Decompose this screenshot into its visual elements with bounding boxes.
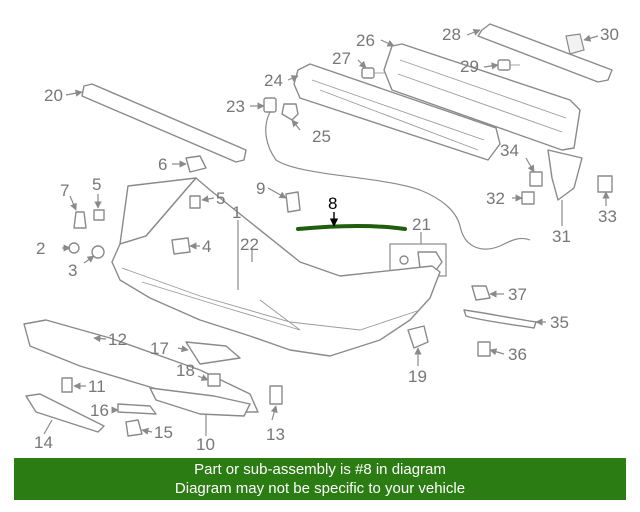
callout-27: 27 — [332, 49, 351, 68]
wiring-harness[interactable] — [265, 111, 531, 250]
callout-19: 19 — [408, 367, 427, 386]
callout-28: 28 — [442, 25, 461, 44]
part-26-impact-bar[interactable] — [383, 43, 581, 151]
callout-30: 30 — [600, 25, 619, 44]
callout-32: 32 — [486, 189, 505, 208]
part-14-skid-trim[interactable] — [25, 393, 105, 433]
callout-7: 7 — [60, 181, 69, 200]
callout-5a: 5 — [92, 175, 101, 194]
callout-34: 34 — [500, 141, 519, 160]
callout-3: 3 — [68, 261, 77, 280]
part-5-screw-upper[interactable] — [189, 195, 201, 209]
part-32-bolt[interactable] — [521, 191, 535, 205]
callout-31: 31 — [552, 227, 571, 246]
callout-13: 13 — [266, 425, 285, 444]
callout-17: 17 — [150, 339, 169, 358]
part-15-clip[interactable] — [125, 419, 143, 437]
part-16-reflector[interactable] — [117, 403, 157, 415]
part-34-clip[interactable] — [529, 171, 543, 187]
exploded-view: 20 28 30 26 24 27 29 23 25 6 9 8 21 22 1… — [23, 23, 619, 454]
callout-4: 4 — [202, 237, 211, 256]
part-9-clip[interactable] — [285, 191, 301, 213]
callout-22: 22 — [240, 235, 259, 254]
part-18-bolt[interactable] — [207, 373, 221, 387]
part-13-bracket[interactable] — [269, 385, 283, 405]
callout-20: 20 — [44, 86, 63, 105]
part-6-bracket[interactable] — [185, 155, 207, 173]
part-35-trim-strip[interactable] — [463, 309, 537, 329]
part-10-lower-panel[interactable] — [149, 387, 251, 417]
callout-26: 26 — [356, 31, 375, 50]
callout-14: 14 — [34, 433, 53, 452]
part-25-clip[interactable] — [281, 103, 299, 121]
part-36-bolt[interactable] — [477, 341, 491, 357]
callout-10: 10 — [196, 435, 215, 454]
part-7-retainer[interactable] — [73, 211, 87, 229]
callout-25: 25 — [312, 127, 331, 146]
part-8-molding-strip[interactable] — [296, 223, 407, 231]
part-24-absorber[interactable] — [293, 63, 501, 161]
callout-21: 21 — [412, 215, 431, 234]
part-17-trim[interactable] — [185, 341, 241, 365]
part-3-washer[interactable] — [91, 245, 105, 259]
part-1-bumper-cover[interactable] — [111, 177, 441, 357]
callout-1: 1 — [232, 203, 241, 222]
part-30-clip[interactable] — [565, 33, 585, 55]
callout-6: 6 — [158, 155, 167, 174]
part-23-connector[interactable] — [263, 97, 277, 113]
part-12-lower-valance[interactable] — [23, 319, 259, 413]
callout-23: 23 — [226, 97, 245, 116]
callout-8: 8 — [328, 194, 337, 213]
part-20-molding[interactable] — [81, 83, 247, 163]
callout-36: 36 — [508, 345, 527, 364]
part-29-bolt[interactable] — [497, 59, 520, 71]
callout-5b: 5 — [216, 189, 225, 208]
banner-line-1: Part or sub-assembly is #8 in diagram — [194, 461, 446, 478]
part-31-bracket[interactable] — [547, 149, 583, 201]
callout-18: 18 — [176, 361, 195, 380]
callout-33: 33 — [598, 207, 617, 226]
part-27-bolt[interactable] — [361, 67, 386, 79]
callout-2: 2 — [36, 239, 45, 258]
banner-line-2: Diagram may not be specific to your vehi… — [174, 480, 466, 497]
part-11-bolt[interactable] — [61, 377, 73, 393]
callout-12: 12 — [108, 330, 127, 349]
part-37-nut[interactable] — [471, 285, 491, 301]
callout-16: 16 — [90, 401, 109, 420]
part-19-bracket[interactable] — [407, 325, 429, 349]
part-33-clip[interactable] — [597, 175, 613, 193]
part-4-bracket[interactable] — [171, 237, 191, 255]
part-28-bar[interactable] — [477, 23, 613, 83]
part-5-screw-left[interactable] — [93, 209, 105, 221]
callout-11: 11 — [88, 377, 106, 396]
callout-29: 29 — [460, 57, 479, 76]
callout-15: 15 — [154, 423, 173, 442]
callout-37: 37 — [508, 285, 527, 304]
callout-35: 35 — [550, 313, 569, 332]
fitment-banner: Part or sub-assembly is #8 in diagram Di… — [14, 458, 626, 500]
callout-9: 9 — [256, 179, 265, 198]
part-2-nut[interactable] — [68, 242, 80, 254]
callout-24: 24 — [264, 71, 283, 90]
